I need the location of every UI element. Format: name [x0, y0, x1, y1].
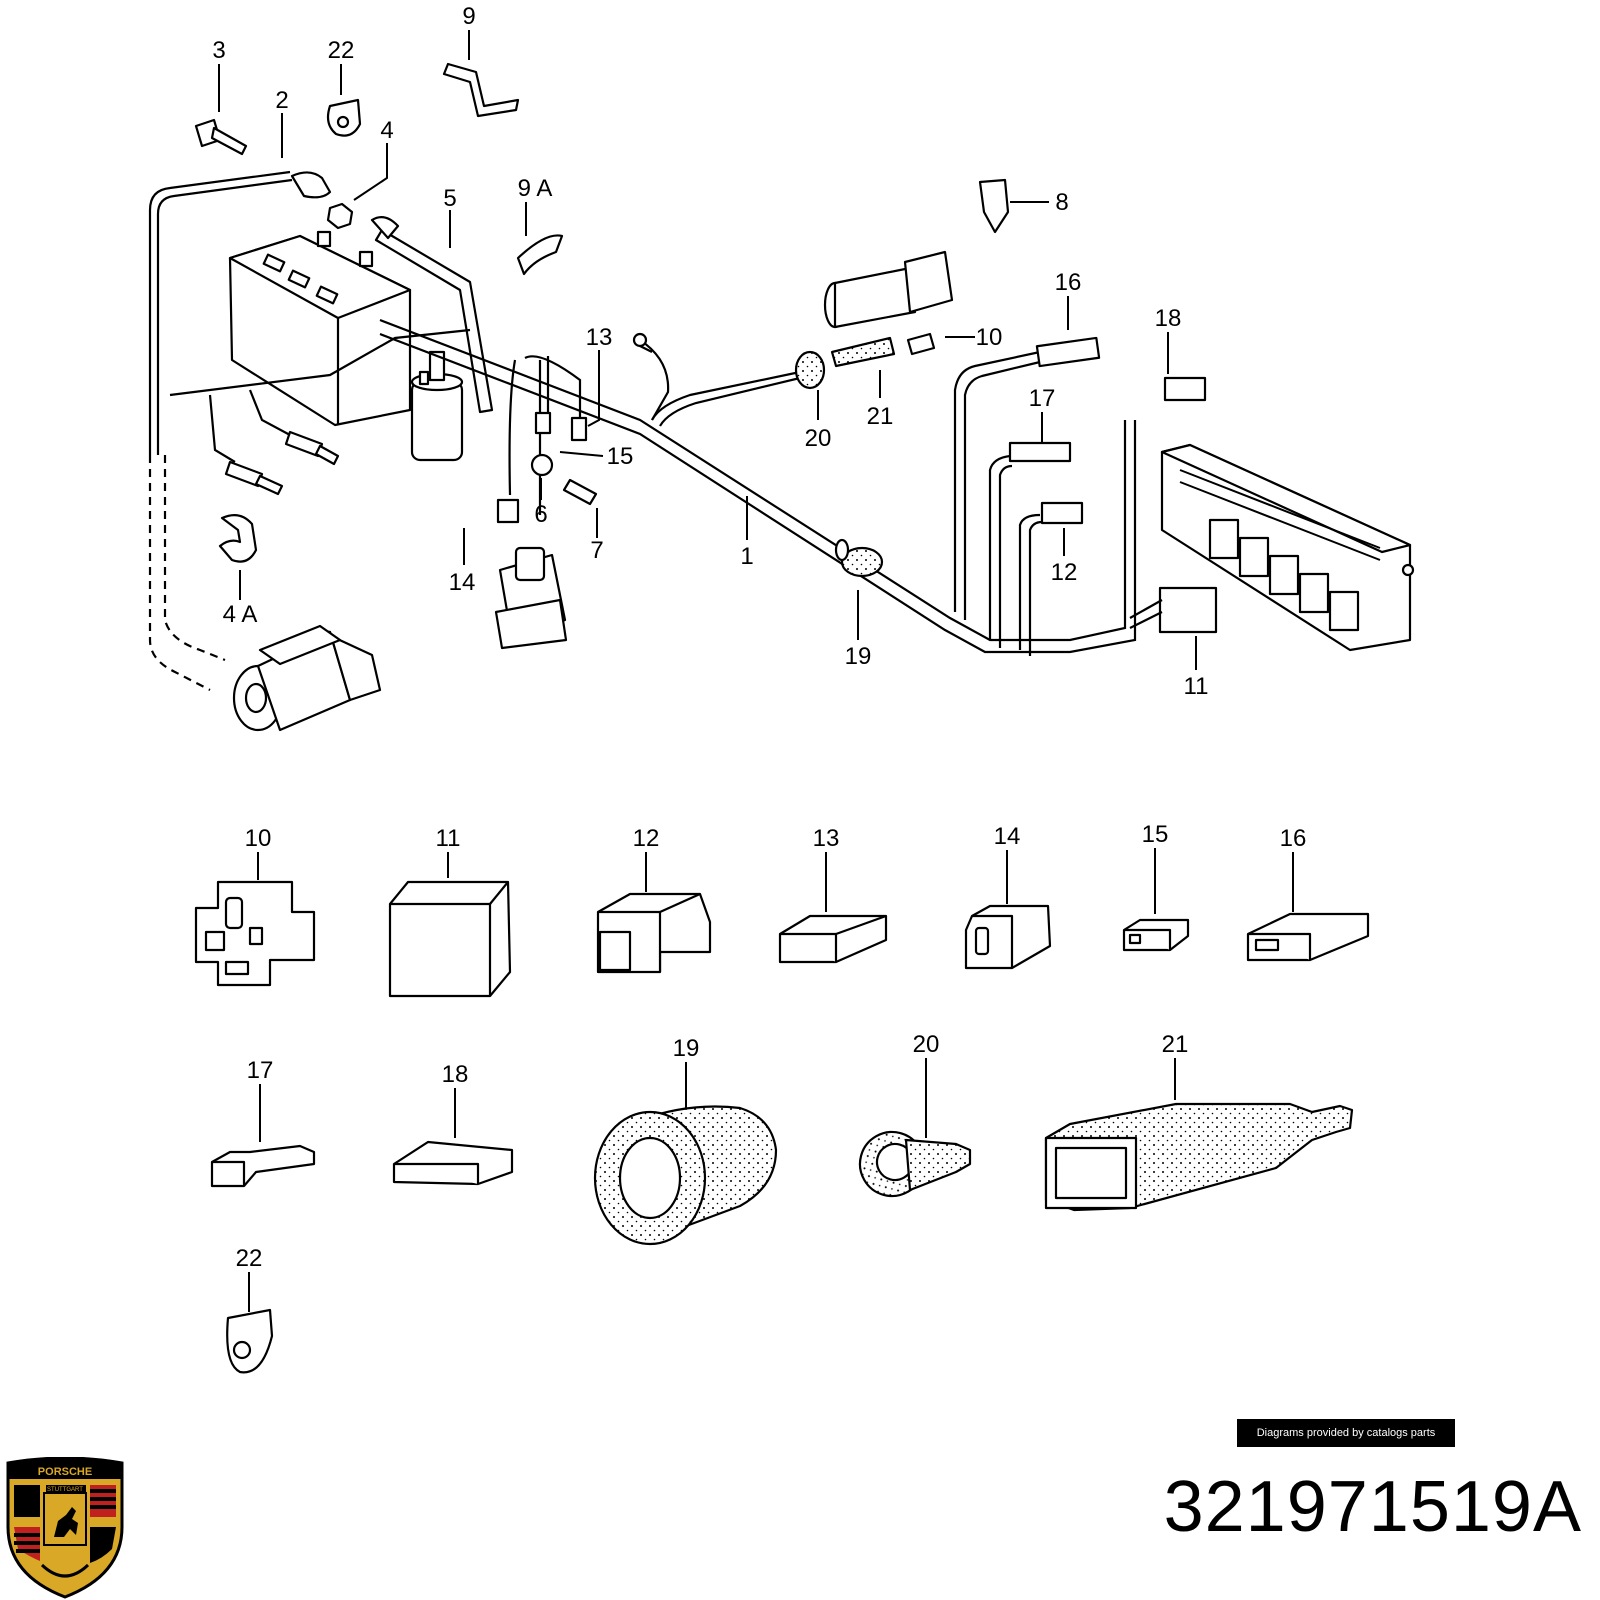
callout-8: 8 [1055, 189, 1068, 216]
detail-callout-19: 19 [673, 1035, 700, 1062]
porsche-crest-icon: PORSCHE STUTTGART [6, 1457, 124, 1599]
bolt [194, 118, 248, 156]
callout-19: 19 [845, 643, 872, 670]
battery [228, 230, 412, 427]
detail-callout-18: 18 [442, 1061, 469, 1088]
detail-part-22 [226, 1272, 274, 1374]
detail-part-18 [392, 1088, 514, 1186]
detail-part-21 [1044, 1058, 1354, 1212]
nut [326, 202, 354, 230]
detail-callout-labels: 10 11 12 13 14 15 16 17 18 19 20 21 22 [236, 821, 1307, 1272]
callout-11: 11 [1184, 673, 1209, 700]
detail-callout-15: 15 [1142, 821, 1169, 848]
detail-callout-11: 11 [436, 825, 461, 852]
callout-labels: 3 22 9 2 4 9 A 5 8 16 18 10 13 17 21 20 … [212, 3, 1208, 700]
callout-21: 21 [867, 403, 894, 430]
callout-3: 3 [212, 37, 225, 64]
detail-part-14 [964, 850, 1052, 970]
callout-16: 16 [1055, 269, 1082, 296]
starter-motor [232, 624, 382, 732]
detail-callout-17: 17 [247, 1057, 274, 1084]
callout-7: 7 [590, 537, 603, 564]
crest-wordmark: PORSCHE [38, 1466, 92, 1478]
detail-part-17 [210, 1084, 316, 1188]
callout-9: 9 [462, 3, 475, 30]
detail-part-11 [388, 852, 512, 998]
callout-6: 6 [534, 501, 547, 528]
detail-callout-22: 22 [236, 1245, 263, 1272]
detail-callout-20: 20 [913, 1031, 940, 1058]
detail-part-16 [1246, 852, 1370, 962]
callout-5: 5 [443, 185, 456, 212]
detail-part-15 [1122, 848, 1190, 952]
detail-parts [194, 848, 1370, 1374]
callout-22: 22 [328, 37, 355, 64]
callout-13: 13 [586, 324, 613, 351]
solenoid-valve [494, 546, 568, 650]
detail-part-10 [194, 852, 316, 987]
detail-callout-12: 12 [633, 825, 660, 852]
detail-callout-13: 13 [813, 825, 840, 852]
detail-callout-21: 21 [1162, 1031, 1189, 1058]
callout-1: 1 [740, 543, 753, 570]
crest-city: STUTTGART [47, 1487, 83, 1493]
fuse-relay-panel [1160, 443, 1415, 652]
callout-4: 4 [380, 117, 393, 144]
main-assembly [148, 62, 1415, 732]
callout-10: 10 [976, 324, 1003, 351]
callout-18: 18 [1155, 305, 1182, 332]
callout-2: 2 [275, 87, 288, 114]
callout-4a: 4 A [223, 601, 258, 628]
detail-part-19 [593, 1062, 778, 1246]
detail-part-20 [858, 1058, 972, 1198]
detail-callout-10: 10 [245, 825, 272, 852]
part-number: 321971519A [1163, 1467, 1582, 1547]
detail-callout-14: 14 [994, 823, 1021, 850]
callout-17: 17 [1029, 385, 1056, 412]
detail-part-12 [596, 852, 712, 974]
callout-20: 20 [805, 425, 832, 452]
pump-motor [823, 250, 954, 329]
detail-callout-16: 16 [1280, 825, 1307, 852]
ignition-coil [410, 350, 464, 462]
callout-12: 12 [1051, 559, 1078, 586]
callout-9a: 9 A [518, 175, 553, 202]
leader-lines [218, 30, 1197, 670]
callout-15: 15 [607, 443, 634, 470]
detail-part-13 [778, 852, 888, 964]
credit-badge: Diagrams provided by catalogs parts [1237, 1419, 1455, 1447]
callout-14: 14 [449, 569, 476, 596]
